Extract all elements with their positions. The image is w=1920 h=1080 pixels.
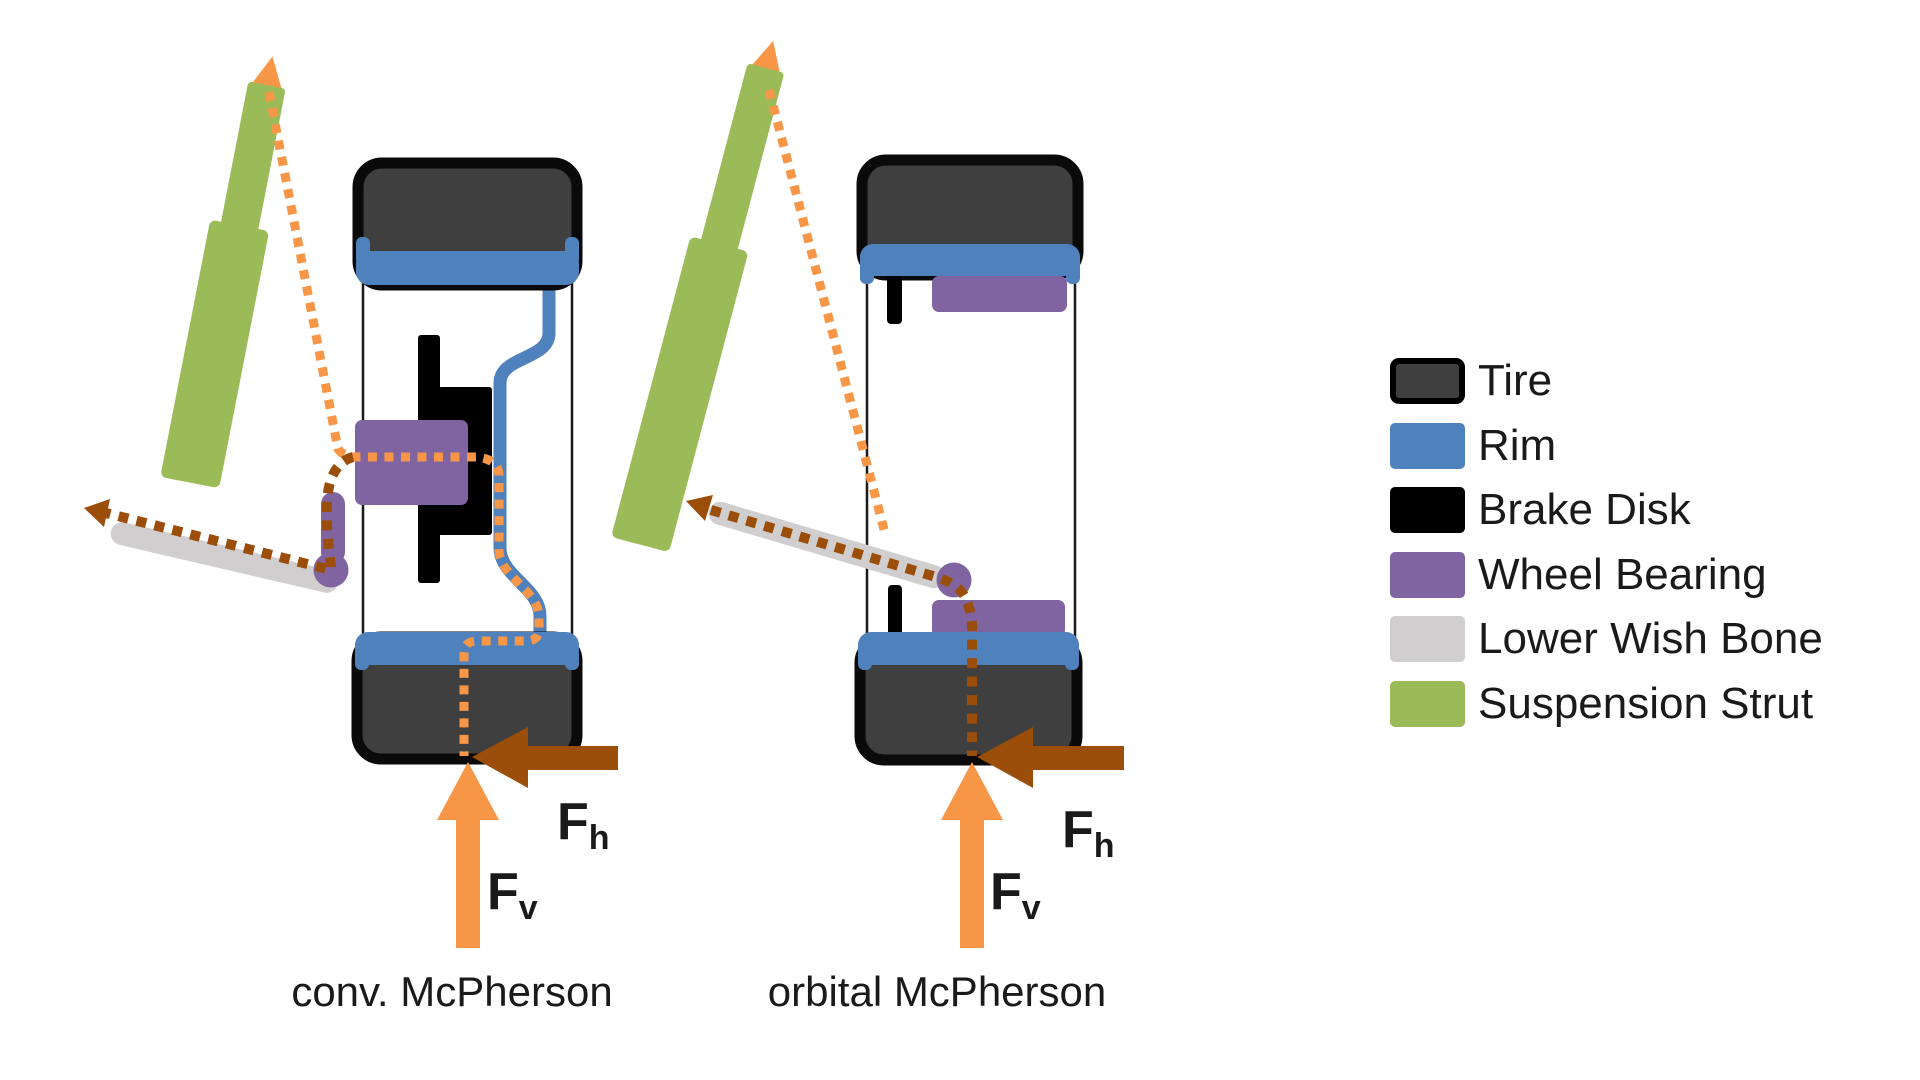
left-wishbone-load-path-dotted	[104, 452, 355, 577]
right-strut-arrow-icon	[750, 40, 780, 74]
right-bottom-brake-disk	[888, 585, 902, 637]
left-top-rim-end-right	[565, 237, 579, 265]
force-subscript: h	[588, 819, 610, 857]
left-strut-rod	[219, 82, 285, 241]
left-bottom-rim-end-left	[355, 648, 369, 670]
left-suspension-strut	[161, 56, 285, 488]
right-top-wheel-bearing	[932, 276, 1067, 312]
legend-label: Brake Disk	[1478, 485, 1691, 534]
right-strut-load-path-dotted	[764, 88, 891, 539]
right-diagram-caption: orbital McPherson	[767, 968, 1107, 1015]
right-force-vertical-arrow	[941, 762, 1003, 948]
right-force-horizontal-label: Fh	[1062, 800, 1115, 866]
lower-wish-bone-swatch-icon	[1390, 616, 1465, 662]
right-wishbone-arrow-icon	[686, 495, 713, 521]
force-symbol: F	[487, 863, 519, 921]
suspension-strut-swatch-icon	[1390, 680, 1465, 727]
left-wishbone-arrow-icon	[84, 499, 110, 527]
left-force-horizontal-label: Fh	[557, 792, 610, 858]
wheel-bearing-swatch-icon	[1390, 551, 1465, 598]
legend-label: Wheel Bearing	[1478, 549, 1767, 599]
right-bottom-rim-end-left	[858, 648, 872, 670]
right-strut-rod	[698, 64, 784, 260]
force-subscript: h	[1093, 827, 1115, 865]
left-ball-joint	[313, 552, 349, 588]
legend-label: Tire	[1478, 356, 1553, 405]
right-suspension-strut	[612, 40, 784, 551]
force-subscript: v	[1021, 889, 1041, 927]
left-force-vertical-arrow	[437, 762, 499, 948]
right-top-rim-end-left	[860, 260, 874, 284]
right-bottom-rim-end-right	[1065, 648, 1079, 670]
legend-item-wheel-bearing: Wheel Bearing	[1390, 549, 1823, 599]
legend-item-lower-wish-bone: Lower Wish Bone	[1390, 616, 1823, 662]
legend-label: Suspension Strut	[1478, 678, 1814, 728]
left-strut-body	[161, 220, 269, 488]
rim-swatch-icon	[1390, 422, 1465, 469]
legend-item-rim: Rim	[1390, 420, 1823, 470]
legend-label: Lower Wish Bone	[1478, 614, 1823, 663]
force-symbol: F	[557, 793, 589, 851]
orbital-mcpherson-figure	[612, 40, 1124, 948]
right-top-rim-end-right	[1066, 260, 1080, 284]
right-strut-body	[612, 237, 748, 551]
legend: Tire Rim Brake Disk Wheel Bearing Lower …	[1390, 358, 1823, 745]
force-subscript: v	[518, 889, 538, 927]
legend-item-brake-disk: Brake Disk	[1390, 487, 1823, 533]
legend-item-suspension-strut: Suspension Strut	[1390, 678, 1823, 728]
right-wishbone-load-path-dotted	[709, 505, 977, 756]
conv-mcpherson-figure	[84, 56, 618, 948]
right-top-brake-disk	[887, 276, 902, 324]
left-top-rim-end-left	[356, 237, 370, 265]
legend-item-tire: Tire	[1390, 358, 1823, 404]
left-force-vertical-label: Fv	[487, 862, 538, 928]
left-diagram-caption: conv. McPherson	[291, 968, 613, 1015]
left-force-horizontal-arrow	[472, 727, 618, 788]
right-lower-wishbone	[708, 501, 946, 589]
left-strut-load-path-dotted	[264, 91, 544, 756]
left-strut-arrow-icon	[252, 56, 282, 89]
right-bottom-wheel-bearing	[932, 600, 1065, 637]
right-top-rim	[860, 244, 1080, 276]
left-lower-wishbone	[110, 522, 339, 593]
left-bottom-rim-end-right	[565, 648, 579, 670]
left-top-rim	[356, 251, 579, 285]
brake-disk-swatch-icon	[1390, 487, 1465, 533]
left-rim-pipe	[493, 269, 556, 649]
right-force-horizontal-arrow	[977, 727, 1124, 788]
force-symbol: F	[1062, 801, 1094, 859]
left-wheel-bearing	[355, 420, 468, 505]
force-symbol: F	[990, 863, 1022, 921]
legend-label: Rim	[1478, 420, 1557, 470]
right-force-vertical-label: Fv	[990, 862, 1041, 928]
tire-swatch-icon	[1390, 358, 1465, 404]
